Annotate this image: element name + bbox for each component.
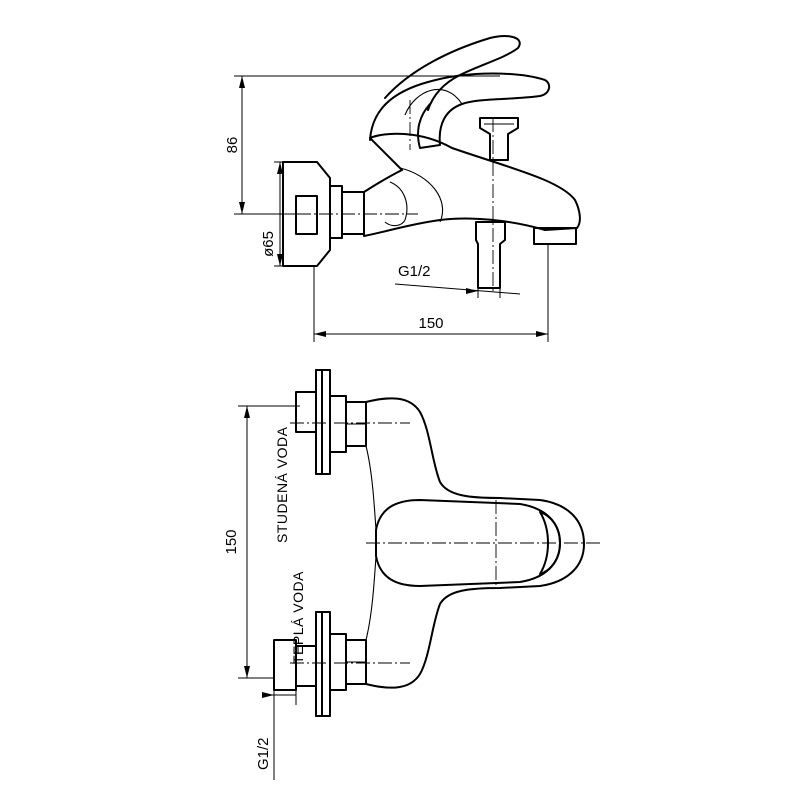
top-body-side-lower xyxy=(365,555,377,641)
dim-top-thread-arrow xyxy=(262,692,274,698)
top-rosette-upper xyxy=(315,369,331,475)
side-diverter-knob xyxy=(479,117,519,161)
dim-150-arrow-right xyxy=(536,331,548,337)
dim-86-arrow-top xyxy=(239,76,245,88)
dim-diameter-label: ø65 xyxy=(260,231,277,257)
top-nut-upper xyxy=(329,395,347,453)
side-lever-top xyxy=(384,35,521,111)
top-pipe-upper xyxy=(295,391,317,433)
side-view: 86 ø65 G1/2 150 xyxy=(224,35,581,342)
dim-150-arrow-left xyxy=(314,331,326,337)
dim-top-thread-label: G1/2 xyxy=(255,737,272,770)
dim-thread-label-side: G1/2 xyxy=(398,263,431,280)
top-body-side-upper xyxy=(365,445,377,531)
side-spout-tip xyxy=(533,227,577,245)
dim-height-label: 86 xyxy=(224,137,241,154)
side-body-inner-2 xyxy=(384,181,408,227)
top-lever-tip xyxy=(539,511,561,575)
dim-65-arrow-bottom xyxy=(277,254,283,266)
top-rosette-lower-face xyxy=(315,611,323,717)
hot-water-label: TEPLÁ VODA xyxy=(290,571,306,664)
dim-top-spacing-label: 150 xyxy=(223,529,240,554)
side-body-inner xyxy=(399,167,444,223)
dim-top-150-arrow-top xyxy=(244,406,250,418)
side-hex-nut xyxy=(329,185,343,239)
side-lever-inner xyxy=(404,88,463,116)
dim-86-arrow-bottom xyxy=(239,202,245,214)
cold-water-label: STUDENÁ VODA xyxy=(274,426,290,543)
dim-thread-arrow xyxy=(466,288,478,294)
side-pipe-stub xyxy=(295,195,318,235)
side-hex-nut-2 xyxy=(341,191,365,235)
dim-width-label: 150 xyxy=(418,315,443,332)
side-shower-outlet xyxy=(475,221,506,289)
side-body-spout xyxy=(363,132,581,237)
side-lever-handle xyxy=(369,72,551,149)
top-small-pipe-lower xyxy=(273,639,297,691)
top-rosette-upper-face xyxy=(315,369,323,475)
top-body-outline xyxy=(365,397,585,689)
top-nut-lower xyxy=(329,633,347,691)
dim-65-arrow-top xyxy=(277,162,283,174)
top-view: 150 STUDENÁ VODA TEPLÁ VODA G1/2 xyxy=(223,369,600,780)
dim-top-150-arrow-bottom xyxy=(244,666,250,678)
dim-thread-leader xyxy=(394,283,521,295)
